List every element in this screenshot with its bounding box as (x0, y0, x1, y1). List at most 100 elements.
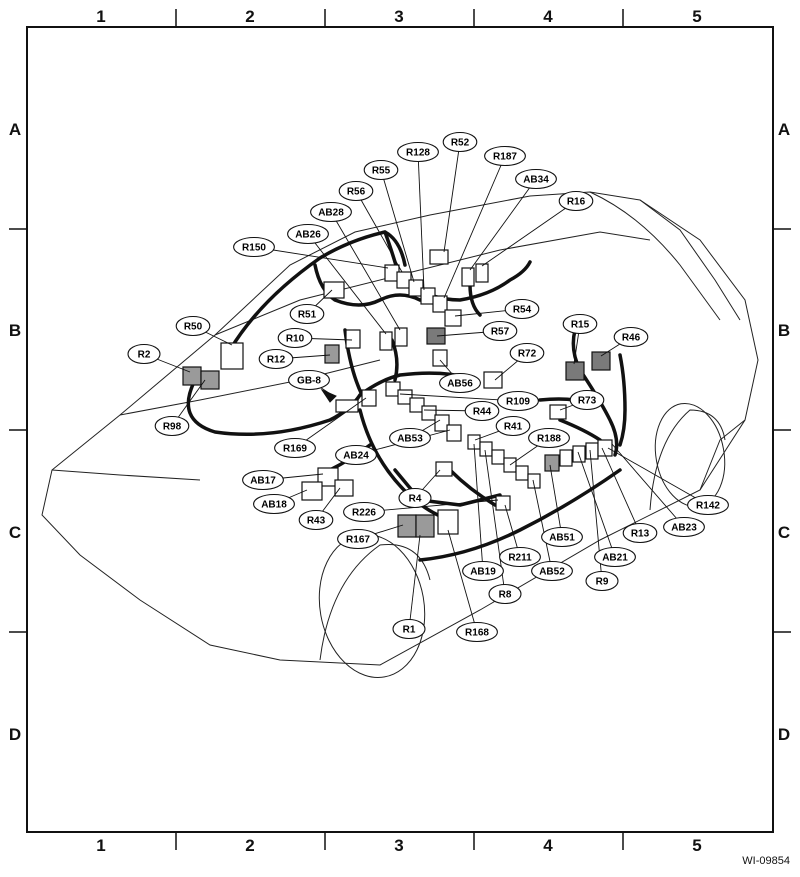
callout-r109: R109 (497, 390, 539, 412)
callout-label: R188 (537, 434, 561, 445)
callout-r167: R167 (337, 528, 379, 550)
callout-bubble (288, 369, 330, 391)
connector-r44-a (409, 397, 425, 413)
callout-r226: R226 (343, 501, 385, 523)
callout-bubble (528, 427, 570, 449)
callout-label: R57 (491, 327, 510, 338)
callout-r57: R57 (482, 320, 518, 342)
callout-r43: R43 (298, 509, 334, 531)
callout-bubble (495, 415, 531, 437)
callout-bubble (127, 343, 161, 365)
callout-bubble (439, 372, 481, 394)
connector-r109-b (397, 389, 413, 405)
callout-bubble (594, 546, 636, 568)
callout-label: R150 (242, 243, 266, 254)
grid-row-right: B (778, 321, 790, 340)
callout-r1: R1 (392, 618, 426, 640)
connector-ab24 (446, 424, 462, 442)
grid-ticks (9, 9, 791, 850)
callout-label: AB51 (549, 533, 575, 544)
callout-bubble (298, 509, 334, 531)
callout-r46: R46 (613, 326, 649, 348)
connector-ab17 (317, 467, 339, 487)
leader-line-r128 (417, 151, 425, 291)
callout-bubble (253, 493, 295, 515)
leader-line-r226 (363, 499, 499, 513)
leader-line-ab26 (307, 233, 387, 335)
callout-label: R51 (298, 310, 317, 321)
connector-r10 (345, 329, 361, 349)
callout-label: R167 (346, 535, 370, 546)
callout-bubble (456, 621, 498, 643)
grid-row-right: C (778, 523, 790, 542)
connector-r168 (437, 509, 459, 535)
callout-label: AB21 (602, 553, 628, 564)
callout-ab18: AB18 (253, 493, 295, 515)
leader-line-r187 (443, 155, 506, 299)
connectors (182, 249, 613, 538)
callout-label: R211 (508, 553, 532, 564)
callout-bubble (338, 180, 374, 202)
callout-r188: R188 (528, 427, 570, 449)
connector-r188 (559, 449, 573, 467)
grid-row-right: A (778, 120, 790, 139)
connector-ab52 (527, 473, 541, 489)
callout-label: R12 (267, 355, 286, 366)
callout-label: R1 (403, 625, 416, 636)
callout-bubble (663, 516, 705, 538)
connector-r187 (432, 295, 448, 313)
callout-label: R46 (622, 333, 641, 344)
leader-line-ab23 (611, 443, 685, 528)
grid-row-left: A (9, 120, 21, 139)
callout-bubble (389, 427, 431, 449)
callout-label: R56 (347, 187, 366, 198)
grid-col-bottom: 4 (543, 836, 553, 855)
callout-r55: R55 (363, 159, 399, 181)
connector-r72 (483, 371, 503, 389)
connector-r169 (361, 389, 377, 407)
connector-ab28 (394, 327, 408, 347)
callout-r8: R8 (488, 583, 522, 605)
callout-bubble (287, 223, 329, 245)
grid-col-bottom: 2 (245, 836, 254, 855)
callout-label: R142 (696, 501, 720, 512)
callout-label: AB28 (318, 208, 344, 219)
callout-bubble (482, 320, 518, 342)
connector-ab19 (491, 449, 505, 465)
connector-r16 (475, 263, 489, 283)
callout-label: AB53 (397, 434, 423, 445)
callout-r52: R52 (442, 131, 478, 153)
callout-bubble (258, 348, 294, 370)
leader-line-r168 (447, 529, 478, 633)
grid-col-top: 1 (96, 7, 105, 26)
callout-bubble (310, 201, 352, 223)
connector-r9 (585, 442, 599, 460)
connector-r54 (444, 309, 462, 327)
callout-r50: R50 (175, 315, 211, 337)
callout-label: R15 (571, 320, 590, 331)
callout-r72: R72 (509, 342, 545, 364)
callout-bubble (274, 437, 316, 459)
callout-bubble (335, 444, 377, 466)
callout-label: R50 (184, 322, 203, 333)
callout-bubble (488, 583, 522, 605)
callout-label: R9 (596, 577, 609, 588)
callout-bubble (515, 168, 557, 190)
connector-r41-b (479, 441, 493, 457)
callout-r12: R12 (258, 348, 294, 370)
callout-bubble (585, 570, 619, 592)
callout-label: AB18 (261, 500, 287, 511)
leader-line-ab52 (532, 479, 553, 572)
callout-bubble (504, 298, 540, 320)
connector-ab34 (461, 267, 475, 287)
callout-label: R16 (567, 197, 586, 208)
callout-r15: R15 (562, 313, 598, 335)
callout-ab53: AB53 (389, 427, 431, 449)
callout-r73: R73 (569, 389, 605, 411)
leader-line-r55 (380, 169, 415, 283)
callout-ab51: AB51 (541, 526, 583, 548)
callout-bubble (569, 389, 605, 411)
callout-r9: R9 (585, 570, 619, 592)
connector-r109-a (385, 381, 401, 397)
